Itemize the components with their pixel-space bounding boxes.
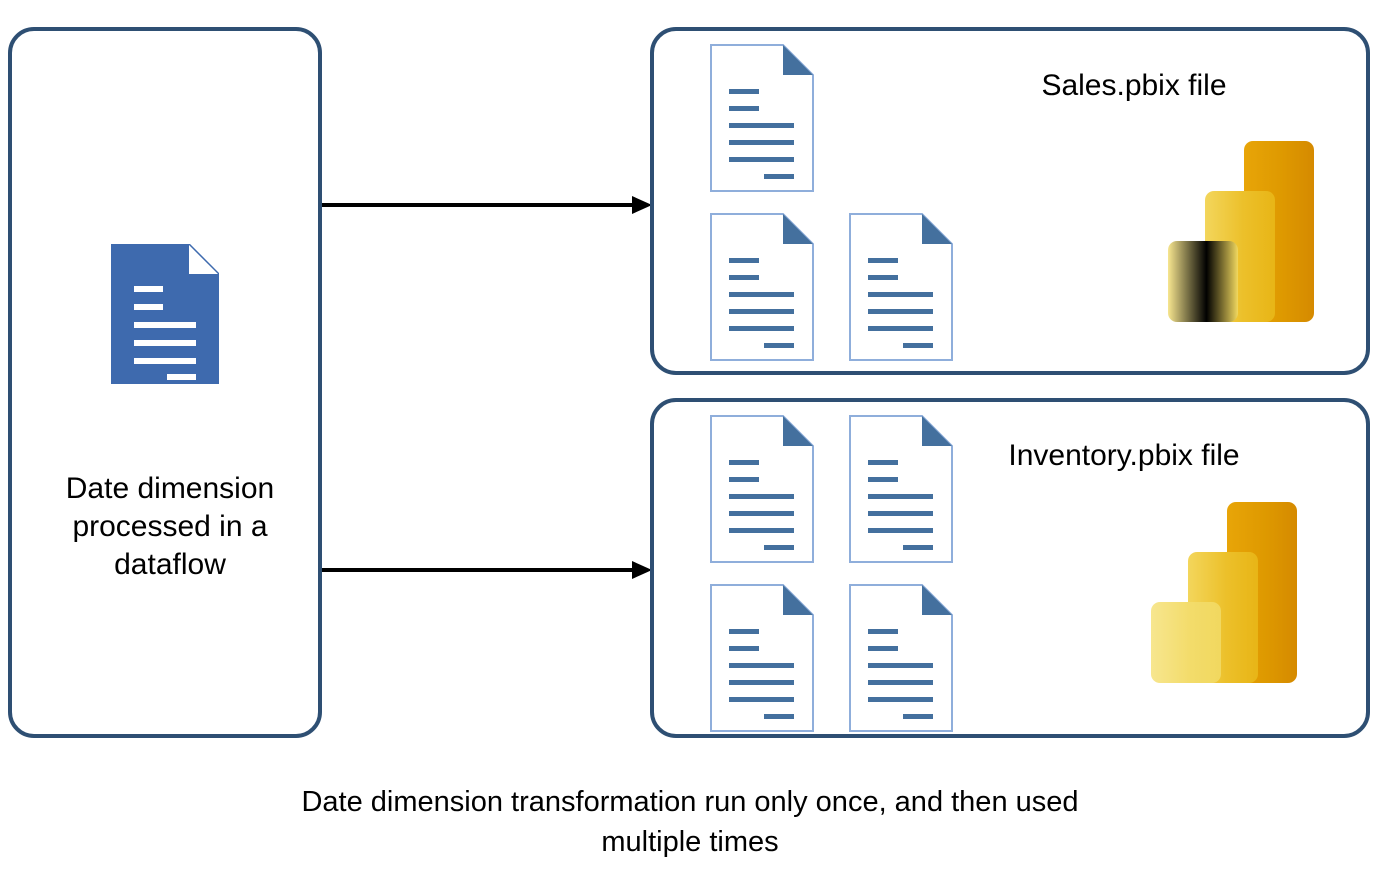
arrow-right-icon	[322, 560, 652, 580]
arrow-shaft	[322, 203, 634, 207]
document-icon	[710, 584, 814, 732]
diagram-caption: Date dimension transformation run only o…	[301, 786, 1079, 859]
document-icon	[710, 213, 814, 361]
sales-pbix-label: Sales.pbix file	[1041, 69, 1227, 102]
arrow-head	[632, 196, 652, 214]
arrow-head	[632, 561, 652, 579]
document-icon	[111, 244, 219, 384]
dataflow-source-box: Date dimension processed in a dataflow	[8, 27, 322, 738]
sales-pbix-box: Sales.pbix file	[650, 27, 1370, 375]
document-icon	[849, 213, 953, 361]
document-icon	[710, 415, 814, 563]
inventory-pbix-box: Inventory.pbix file	[650, 398, 1370, 738]
power-bi-logo	[1149, 500, 1299, 685]
document-icon	[849, 584, 953, 732]
dataflow-source-label: Date dimension processed in a dataflow	[65, 472, 275, 581]
arrow-shaft	[322, 568, 634, 572]
arrow-right-icon	[322, 195, 652, 215]
power-bi-logo	[1166, 139, 1316, 324]
document-icon	[849, 415, 953, 563]
document-icon	[710, 44, 814, 192]
inventory-pbix-label: Inventory.pbix file	[1008, 439, 1240, 472]
